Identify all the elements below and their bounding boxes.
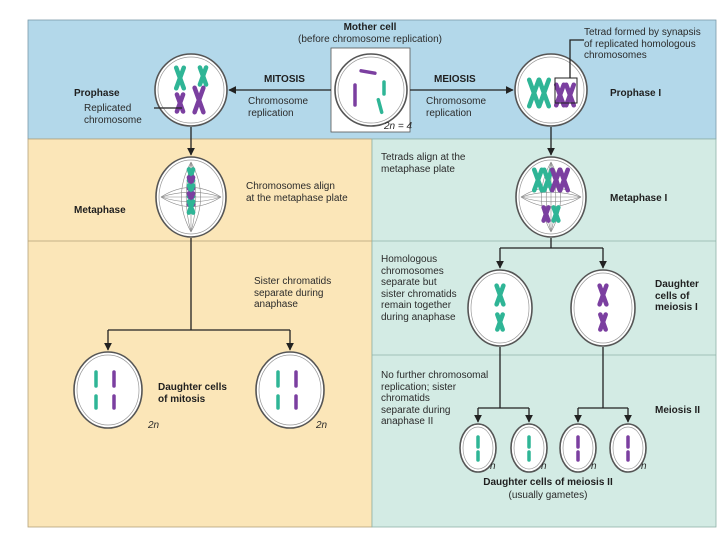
mother-cell-subtitle: (before chromosome replication) [298, 34, 442, 45]
cell-membrane [334, 53, 408, 127]
meiosis-2-label: Meiosis II [655, 405, 701, 416]
cell-inner-ring [337, 56, 405, 124]
n-label-1: n [490, 461, 496, 472]
cell-inner-ring [518, 159, 584, 235]
cells-layer [73, 53, 647, 473]
chromatid [197, 65, 209, 87]
cell-inner-ring [612, 426, 644, 470]
cell-membrane [467, 269, 533, 347]
prophase-label: Prophase [74, 88, 120, 99]
tetrad-note: Tetrad formed by synapsis of replicated … [584, 27, 701, 61]
meiosis-replication-label: Chromosome replication [426, 96, 487, 119]
metaphase-label: Metaphase [74, 205, 126, 216]
cell-membrane [255, 351, 325, 429]
arrows-layer [104, 39, 632, 423]
mother-cell [334, 53, 408, 127]
chromatid [376, 97, 384, 115]
chromatid [495, 312, 505, 332]
chromatid [541, 167, 555, 193]
chromatid [598, 312, 608, 332]
cell-inner-ring [513, 426, 545, 470]
tetrad-align-note: Tetrads align at the metaphase plate [381, 152, 466, 175]
chromatid [536, 77, 552, 109]
chromatid [173, 65, 187, 91]
cell-membrane [73, 351, 143, 429]
mitosis-daughter-right [255, 351, 325, 429]
no-further-note: No further chromosomal replication; sist… [381, 370, 489, 427]
cell-inner-ring [158, 159, 224, 235]
mother-cell-title: Mother cell [343, 22, 397, 33]
daughter-meiosis-2-label: Daughter cells of meiosis II [483, 477, 613, 488]
tetrad-highlight-box [554, 77, 578, 104]
align-note: Chromosomes align at the metaphase plate [246, 181, 348, 204]
n-label-3: n [591, 461, 597, 472]
replicated-chromosome-label: Replicated chromosome [84, 103, 142, 126]
mitosis-daughter-left [73, 351, 143, 429]
mitosis-replication-label: Chromosome replication [248, 96, 309, 119]
mitosis-ploidy-right: 2n [316, 420, 328, 431]
meiosis-2-gamete-4 [609, 423, 647, 473]
daughter-mitosis-label: Daughter cells of mitosis [158, 382, 227, 405]
cell-inner-ring [157, 56, 225, 124]
homologous-note: Homologous chromosomes separate but sist… [381, 254, 457, 323]
metaphase-1-label: Metaphase I [610, 193, 668, 204]
cell-inner-ring [76, 354, 140, 426]
meiosis-1-daughter-right [570, 269, 636, 347]
mother-ploidy-label: 2n = 4 [384, 121, 413, 132]
chromatid [551, 205, 561, 223]
split-line-meiosis-2-right [578, 347, 628, 409]
n-label-2: n [541, 461, 547, 472]
cell-membrane [570, 269, 636, 347]
anaphase-note: Sister chromatids separate during anapha… [254, 276, 332, 310]
spindle-fiber [550, 161, 561, 233]
chromatid [597, 283, 609, 307]
meiosis-1-daughter-left [467, 269, 533, 347]
daughter-meiosis-1-label: Daughter cells of meiosis I [655, 279, 699, 313]
meiosis-label: MEIOSIS [434, 74, 476, 85]
tetrad-callout-line [569, 39, 584, 78]
chromatid [553, 82, 567, 108]
chromatid [557, 167, 571, 193]
prophase-1-label: Prophase I [610, 88, 662, 99]
chromatid [526, 77, 542, 109]
split-line-meiosis-1 [500, 238, 603, 249]
mitosis-prophase-cell [154, 53, 228, 127]
gametes-label: (usually gametes) [508, 490, 588, 501]
chromatid [174, 92, 186, 114]
mitosis-metaphase-cell [155, 156, 227, 238]
meiosis-prophase-1-cell [514, 53, 588, 127]
meiosis-metaphase-1-cell [515, 156, 587, 238]
cell-inner-ring [258, 354, 322, 426]
split-line-mitosis [108, 238, 290, 331]
cell-inner-ring [470, 272, 530, 344]
cell-inner-ring [517, 56, 585, 124]
cell-inner-ring [462, 426, 494, 470]
cell-inner-ring [562, 426, 594, 470]
spindle-fiber [520, 196, 582, 207]
meiosis-2-gamete-3 [559, 423, 597, 473]
cell-membrane [154, 53, 228, 127]
chromatid [541, 205, 551, 223]
cell-membrane [514, 53, 588, 127]
chromatid [494, 283, 506, 307]
n-label-4: n [641, 461, 647, 472]
split-line-meiosis-2-left [478, 347, 529, 409]
chromatid [186, 199, 196, 215]
chromatid [563, 82, 577, 108]
meiosis-2-gamete-2 [510, 423, 548, 473]
chromatid [549, 167, 563, 193]
spindle-fiber [520, 196, 582, 203]
cell-inner-ring [573, 272, 633, 344]
meiosis-2-gamete-1 [459, 423, 497, 473]
mitosis-ploidy-left: 2n [148, 420, 160, 431]
chromatid [359, 69, 377, 75]
mitosis-label: MITOSIS [264, 74, 305, 85]
chromatid [531, 167, 545, 193]
chromatid [192, 85, 206, 115]
